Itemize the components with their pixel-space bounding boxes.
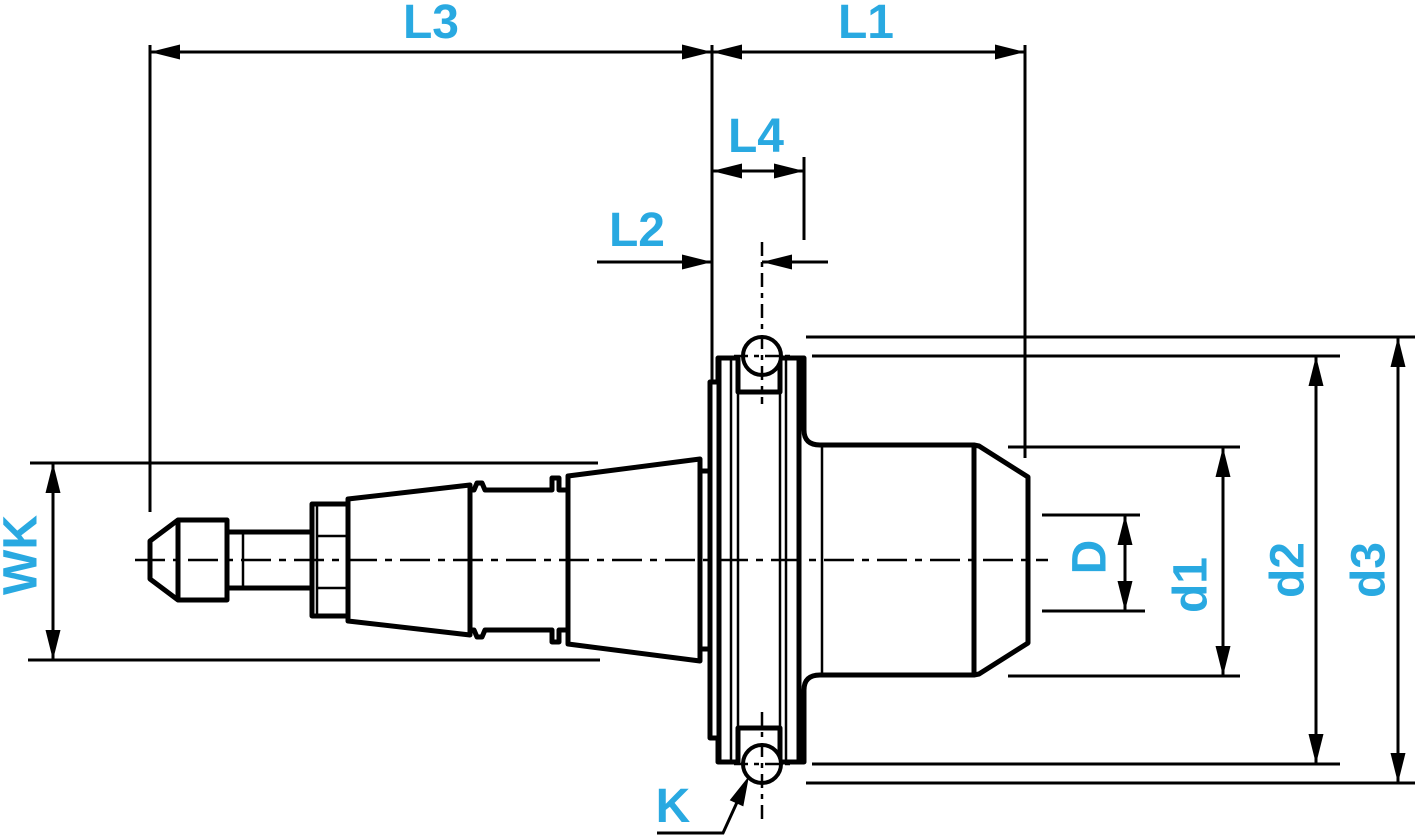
l4-arrowhead-right bbox=[774, 163, 804, 179]
dim-label-wk: WK bbox=[0, 515, 48, 595]
l3-arrowhead-right bbox=[682, 44, 712, 60]
dimension-l3: L3 bbox=[148, 0, 714, 512]
k-leader-arrowhead bbox=[729, 776, 749, 807]
dim-label-d2: d2 bbox=[1262, 542, 1315, 598]
dimension-wk: WK bbox=[0, 461, 600, 662]
d2-arrowhead-down bbox=[1308, 734, 1324, 764]
wk-arrowhead-up bbox=[45, 463, 61, 493]
dimension-l4: L4 bbox=[712, 110, 806, 240]
l4-arrowhead-left bbox=[712, 163, 742, 179]
callout-k: K bbox=[656, 776, 749, 835]
l3-arrowhead-left bbox=[150, 44, 180, 60]
l2-arrowhead-left bbox=[682, 254, 712, 270]
dimension-d3: d3 bbox=[806, 335, 1415, 785]
dimension-d1: d1 bbox=[1008, 445, 1240, 678]
d2-arrowhead-up bbox=[1308, 356, 1324, 386]
centerlines bbox=[135, 242, 1048, 824]
d-arrowhead-up bbox=[1117, 515, 1133, 545]
dimension-d: D bbox=[1042, 513, 1145, 613]
d1-arrowhead-down bbox=[1215, 646, 1231, 676]
dim-label-d1: d1 bbox=[1165, 557, 1218, 613]
d3-arrowhead-down bbox=[1390, 753, 1406, 783]
l2-arrowhead-right bbox=[762, 254, 792, 270]
dim-label-k: K bbox=[656, 780, 691, 833]
d1-arrowhead-up bbox=[1215, 447, 1231, 477]
l1-arrowhead-left bbox=[712, 44, 742, 60]
l1-arrowhead-right bbox=[995, 44, 1025, 60]
dim-label-l1: L1 bbox=[838, 0, 894, 49]
dim-label-l4: L4 bbox=[728, 110, 784, 163]
d-arrowhead-down bbox=[1117, 581, 1133, 611]
d3-arrowhead-up bbox=[1390, 337, 1406, 367]
dimension-l1: L1 bbox=[712, 0, 1027, 458]
dim-label-l3: L3 bbox=[403, 0, 459, 49]
dim-label-d3: d3 bbox=[1343, 542, 1396, 598]
dimension-l2: L2 bbox=[597, 204, 828, 270]
dim-label-d: D bbox=[1064, 540, 1117, 575]
dimension-d2: d2 bbox=[812, 354, 1340, 766]
dim-label-l2: L2 bbox=[609, 204, 665, 257]
wk-arrowhead-down bbox=[45, 630, 61, 660]
